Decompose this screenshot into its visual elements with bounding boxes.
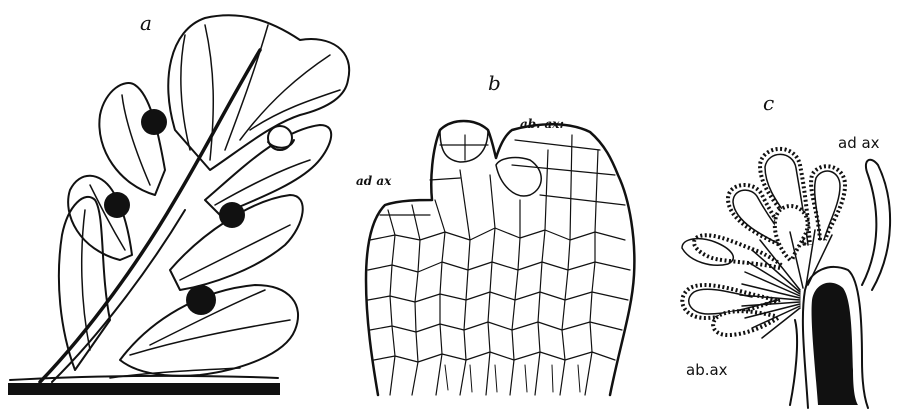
- pinnule-top: [168, 15, 349, 170]
- pinnule-right-mid-vein: [215, 160, 310, 205]
- adaxial-flap: [862, 160, 890, 290]
- sorus-dark-1: [141, 109, 167, 135]
- tissue-outline: [366, 121, 634, 395]
- annotation-c-adaxial: ad ax: [838, 134, 880, 152]
- pinnule-left-lower: [59, 197, 110, 370]
- frond-base-line: [10, 376, 278, 380]
- sorus-dark-3: [219, 202, 245, 228]
- sorus-dark-4: [186, 285, 216, 315]
- pinnule-top-vein-5: [181, 35, 190, 150]
- pinnule-top-vein-4: [250, 90, 340, 130]
- frond-rachis-inner: [52, 210, 185, 382]
- axis-left-edge: [790, 320, 797, 405]
- axis-dark-core: [812, 283, 858, 405]
- pinnule-upper-left-vein: [122, 95, 150, 185]
- panel-a-label: a: [140, 11, 152, 35]
- panel-c: c ad ax ab.ax: [682, 91, 890, 408]
- sporangium-7: [713, 311, 778, 335]
- apical-cell-left: [440, 130, 488, 162]
- panel-b-label: b: [488, 71, 501, 95]
- annotation-c-abaxial: ab.ax: [686, 361, 728, 379]
- pinnule-left-lower-vein: [82, 210, 90, 350]
- frond-base-bar: [8, 383, 280, 395]
- sporangium-4: [775, 206, 808, 260]
- panel-b: b ad ax ab. ax:: [356, 71, 634, 395]
- sorus-dark-2: [104, 192, 130, 218]
- panel-a: a: [8, 11, 349, 395]
- annotation-b-adaxial: ad ax: [356, 174, 392, 188]
- apical-cell-center: [496, 158, 541, 196]
- sporangium-2: [811, 166, 845, 240]
- panel-c-label: c: [763, 91, 774, 115]
